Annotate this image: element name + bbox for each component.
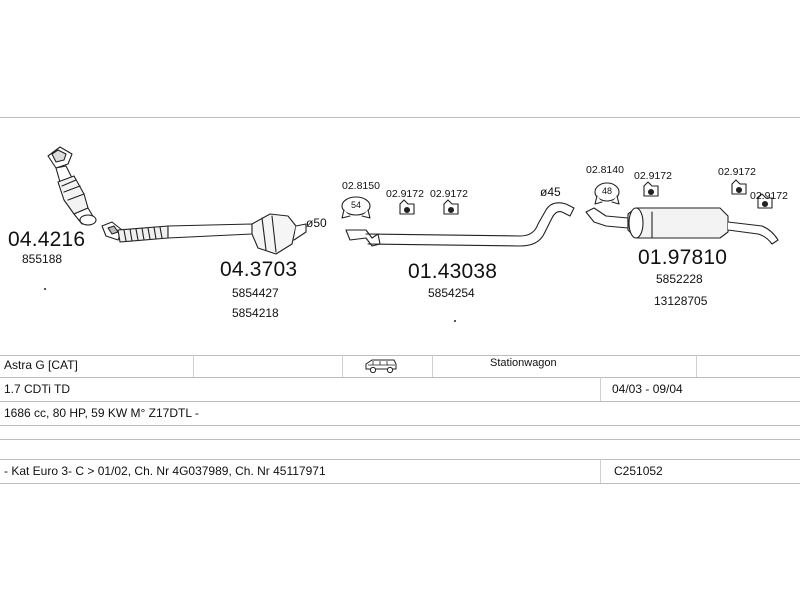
fitting-label-29172-e: 02.9172: [750, 190, 788, 202]
front-pipe-catalyst-part: [101, 213, 307, 255]
fitting-label-29172-b: 02.9172: [430, 188, 468, 200]
clamp-e: [757, 193, 773, 209]
middle-pipe-part: [345, 202, 575, 247]
fitting-label-28150: 02.8150: [342, 180, 380, 192]
exhaust-drawing: [47, 146, 779, 255]
table-rule-2: [0, 377, 800, 378]
part-number-front-pipe: 04.3703: [220, 258, 298, 281]
clamp-c: [643, 181, 659, 197]
fitting-label-29172-c: 02.9172: [634, 170, 672, 182]
table-rule-5: [0, 439, 800, 440]
fitting-ring-a: [341, 196, 371, 219]
fitting-label-29172-d: 02.9172: [718, 166, 756, 178]
part-ref-catalyst-front: 855188: [22, 252, 63, 266]
fitting-ring-b: [594, 182, 620, 205]
stray-dot-2: [454, 320, 456, 322]
part-ref-front-pipe-2: 5854218: [232, 306, 279, 320]
clamp-b: [443, 199, 459, 215]
rear-silencer-part: [585, 207, 779, 245]
part-number-catalyst-front: 04.4216: [8, 228, 86, 251]
stray-dot-1: [44, 288, 46, 290]
part-number-middle-pipe: 01.43038: [408, 260, 498, 283]
part-ref-rear-silencer-2: 13128705: [654, 294, 708, 308]
vehicle-notes: - Kat Euro 3- C > 01/02, Ch. Nr 4G037989…: [4, 464, 326, 478]
exhaust-diagram: 04.4216 855188 ø50 04.3703 5854427 58542…: [0, 130, 800, 345]
part-ref-rear-silencer-1: 5852228: [656, 272, 703, 286]
diameter-label-50: ø50: [306, 216, 327, 230]
fitting-label-29172-a: 02.9172: [386, 188, 424, 200]
col-divider-5: [600, 459, 601, 483]
diameter-label-45: ø45: [540, 185, 561, 199]
table-rule-6: [0, 459, 800, 460]
part-ref-middle-pipe: 5854254: [428, 286, 475, 300]
col-divider-6: [696, 355, 697, 377]
estate-car-icon: [365, 359, 397, 374]
vehicle-engine: 1.7 CDTi TD: [4, 382, 71, 396]
vehicle-period: 04/03 - 09/04: [612, 382, 683, 396]
col-divider-3: [432, 355, 433, 377]
fitting-ring-a-size: 54: [351, 200, 362, 210]
col-divider-2: [342, 355, 343, 377]
top-rule: [0, 117, 800, 118]
col-divider-1: [193, 355, 194, 377]
vehicle-code: C251052: [614, 464, 663, 478]
table-rule-4: [0, 425, 800, 426]
col-divider-4: [600, 377, 601, 401]
vehicle-model: Astra G [CAT]: [4, 358, 78, 372]
vehicle-specs: 1686 cc, 80 HP, 59 KW M° Z17DTL -: [4, 406, 199, 420]
clamp-d: [731, 179, 747, 195]
table-rule-7: [0, 483, 800, 484]
vehicle-body-type: Stationwagon: [490, 357, 557, 369]
front-catalyst-part: [47, 146, 97, 226]
part-number-rear-silencer: 01.97810: [638, 246, 728, 269]
fitting-label-28140: 02.8140: [586, 164, 624, 176]
part-ref-front-pipe-1: 5854427: [232, 286, 279, 300]
table-rule-1: [0, 355, 800, 356]
clamp-a: [399, 199, 415, 215]
table-rule-3: [0, 401, 800, 402]
fitting-ring-b-size: 48: [602, 186, 613, 196]
